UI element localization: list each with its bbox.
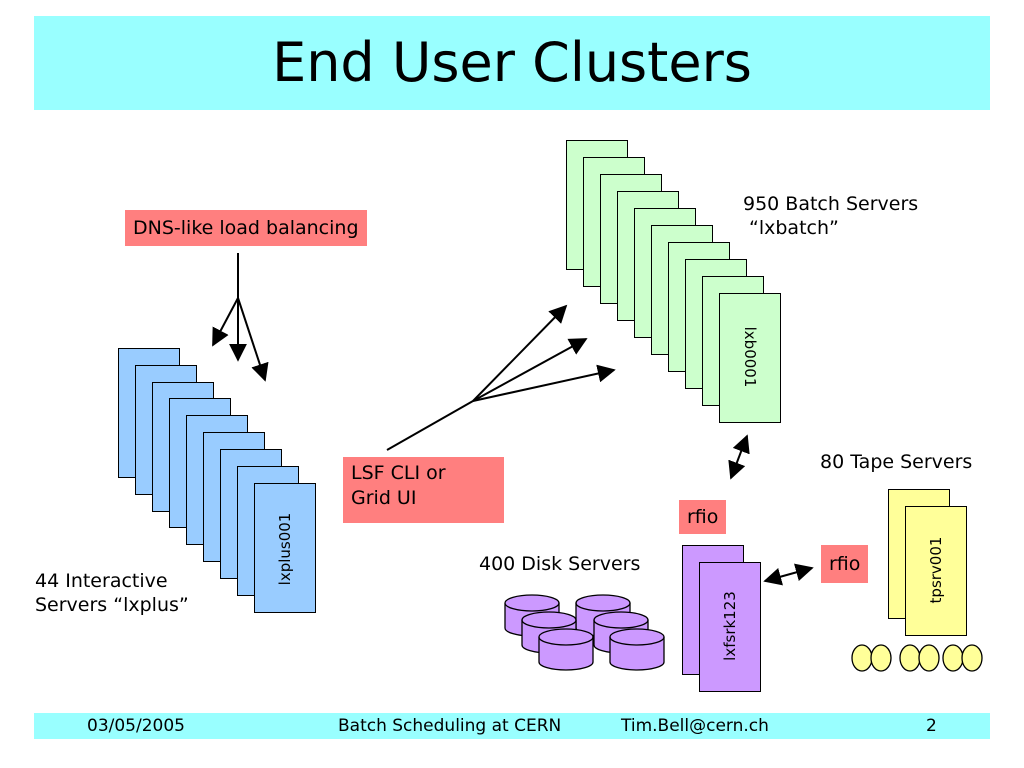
tape-cartridge-icon <box>870 644 892 672</box>
tape-server-card-front <box>905 506 967 636</box>
interactive-servers-label: 44 Interactive Servers “lxplus” <box>35 569 189 617</box>
tape-cartridge-icon <box>961 644 983 672</box>
interactive-label-line2: Servers “lxplus” <box>35 594 189 616</box>
footer-date: 03/05/2005 <box>87 716 185 736</box>
dns-arrow-left <box>212 297 239 347</box>
tape-cartridge-icon <box>942 644 964 672</box>
dns-label-text: DNS-like load balancing <box>133 217 359 239</box>
footer-bar: 03/05/2005 Batch Scheduling at CERN Tim.… <box>34 713 990 739</box>
dns-arrow-right <box>237 297 269 382</box>
footer-email: Tim.Bell@cern.ch <box>621 716 769 736</box>
lsf-arrow-top <box>472 304 568 402</box>
lsf-arrow-middle <box>472 338 588 402</box>
title-bar: End User Clusters <box>34 16 990 110</box>
disk-servers-label: 400 Disk Servers <box>479 553 641 575</box>
lxbatch-card-front <box>719 293 781 423</box>
slide-title: End User Clusters <box>272 31 752 94</box>
lsf-grid-ui-label: LSF CLI or Grid UI <box>343 457 504 523</box>
batch-label-line1: 950 Batch Servers <box>743 193 919 215</box>
disk-server-card-front <box>699 562 761 692</box>
tape-cartridge-icon <box>899 644 921 672</box>
batch-label-line2: “lxbatch” <box>749 217 839 239</box>
lsf-stem-line <box>386 400 474 451</box>
tape-cartridge-icon <box>851 644 873 672</box>
tape-cartridge-icon <box>918 644 940 672</box>
tape-servers-label: 80 Tape Servers <box>820 451 973 473</box>
rfio-disk-label: rfio <box>679 500 727 534</box>
footer-page-number: 2 <box>926 716 937 736</box>
lsf-label-line1: LSF CLI or <box>351 462 446 484</box>
lsf-label-line2: Grid UI <box>351 487 417 509</box>
disk-cylinder-icon <box>609 628 665 671</box>
batch-disk-arrow <box>728 434 750 480</box>
rfio-tape-text: rfio <box>829 553 861 575</box>
batch-servers-label: 950 Batch Servers “lxbatch” <box>743 192 918 240</box>
lxplus-card-front <box>254 483 316 613</box>
rfio-tape-label: rfio <box>821 545 869 583</box>
disk-cylinder-icon <box>538 628 594 671</box>
interactive-label-line1: 44 Interactive <box>35 570 168 592</box>
disk-tape-arrow <box>763 563 814 586</box>
dns-load-balancing-label: DNS-like load balancing <box>125 210 367 246</box>
rfio-disk-text: rfio <box>687 506 719 528</box>
footer-talk-title: Batch Scheduling at CERN <box>338 716 562 736</box>
lsf-arrow-bottom <box>472 364 616 402</box>
